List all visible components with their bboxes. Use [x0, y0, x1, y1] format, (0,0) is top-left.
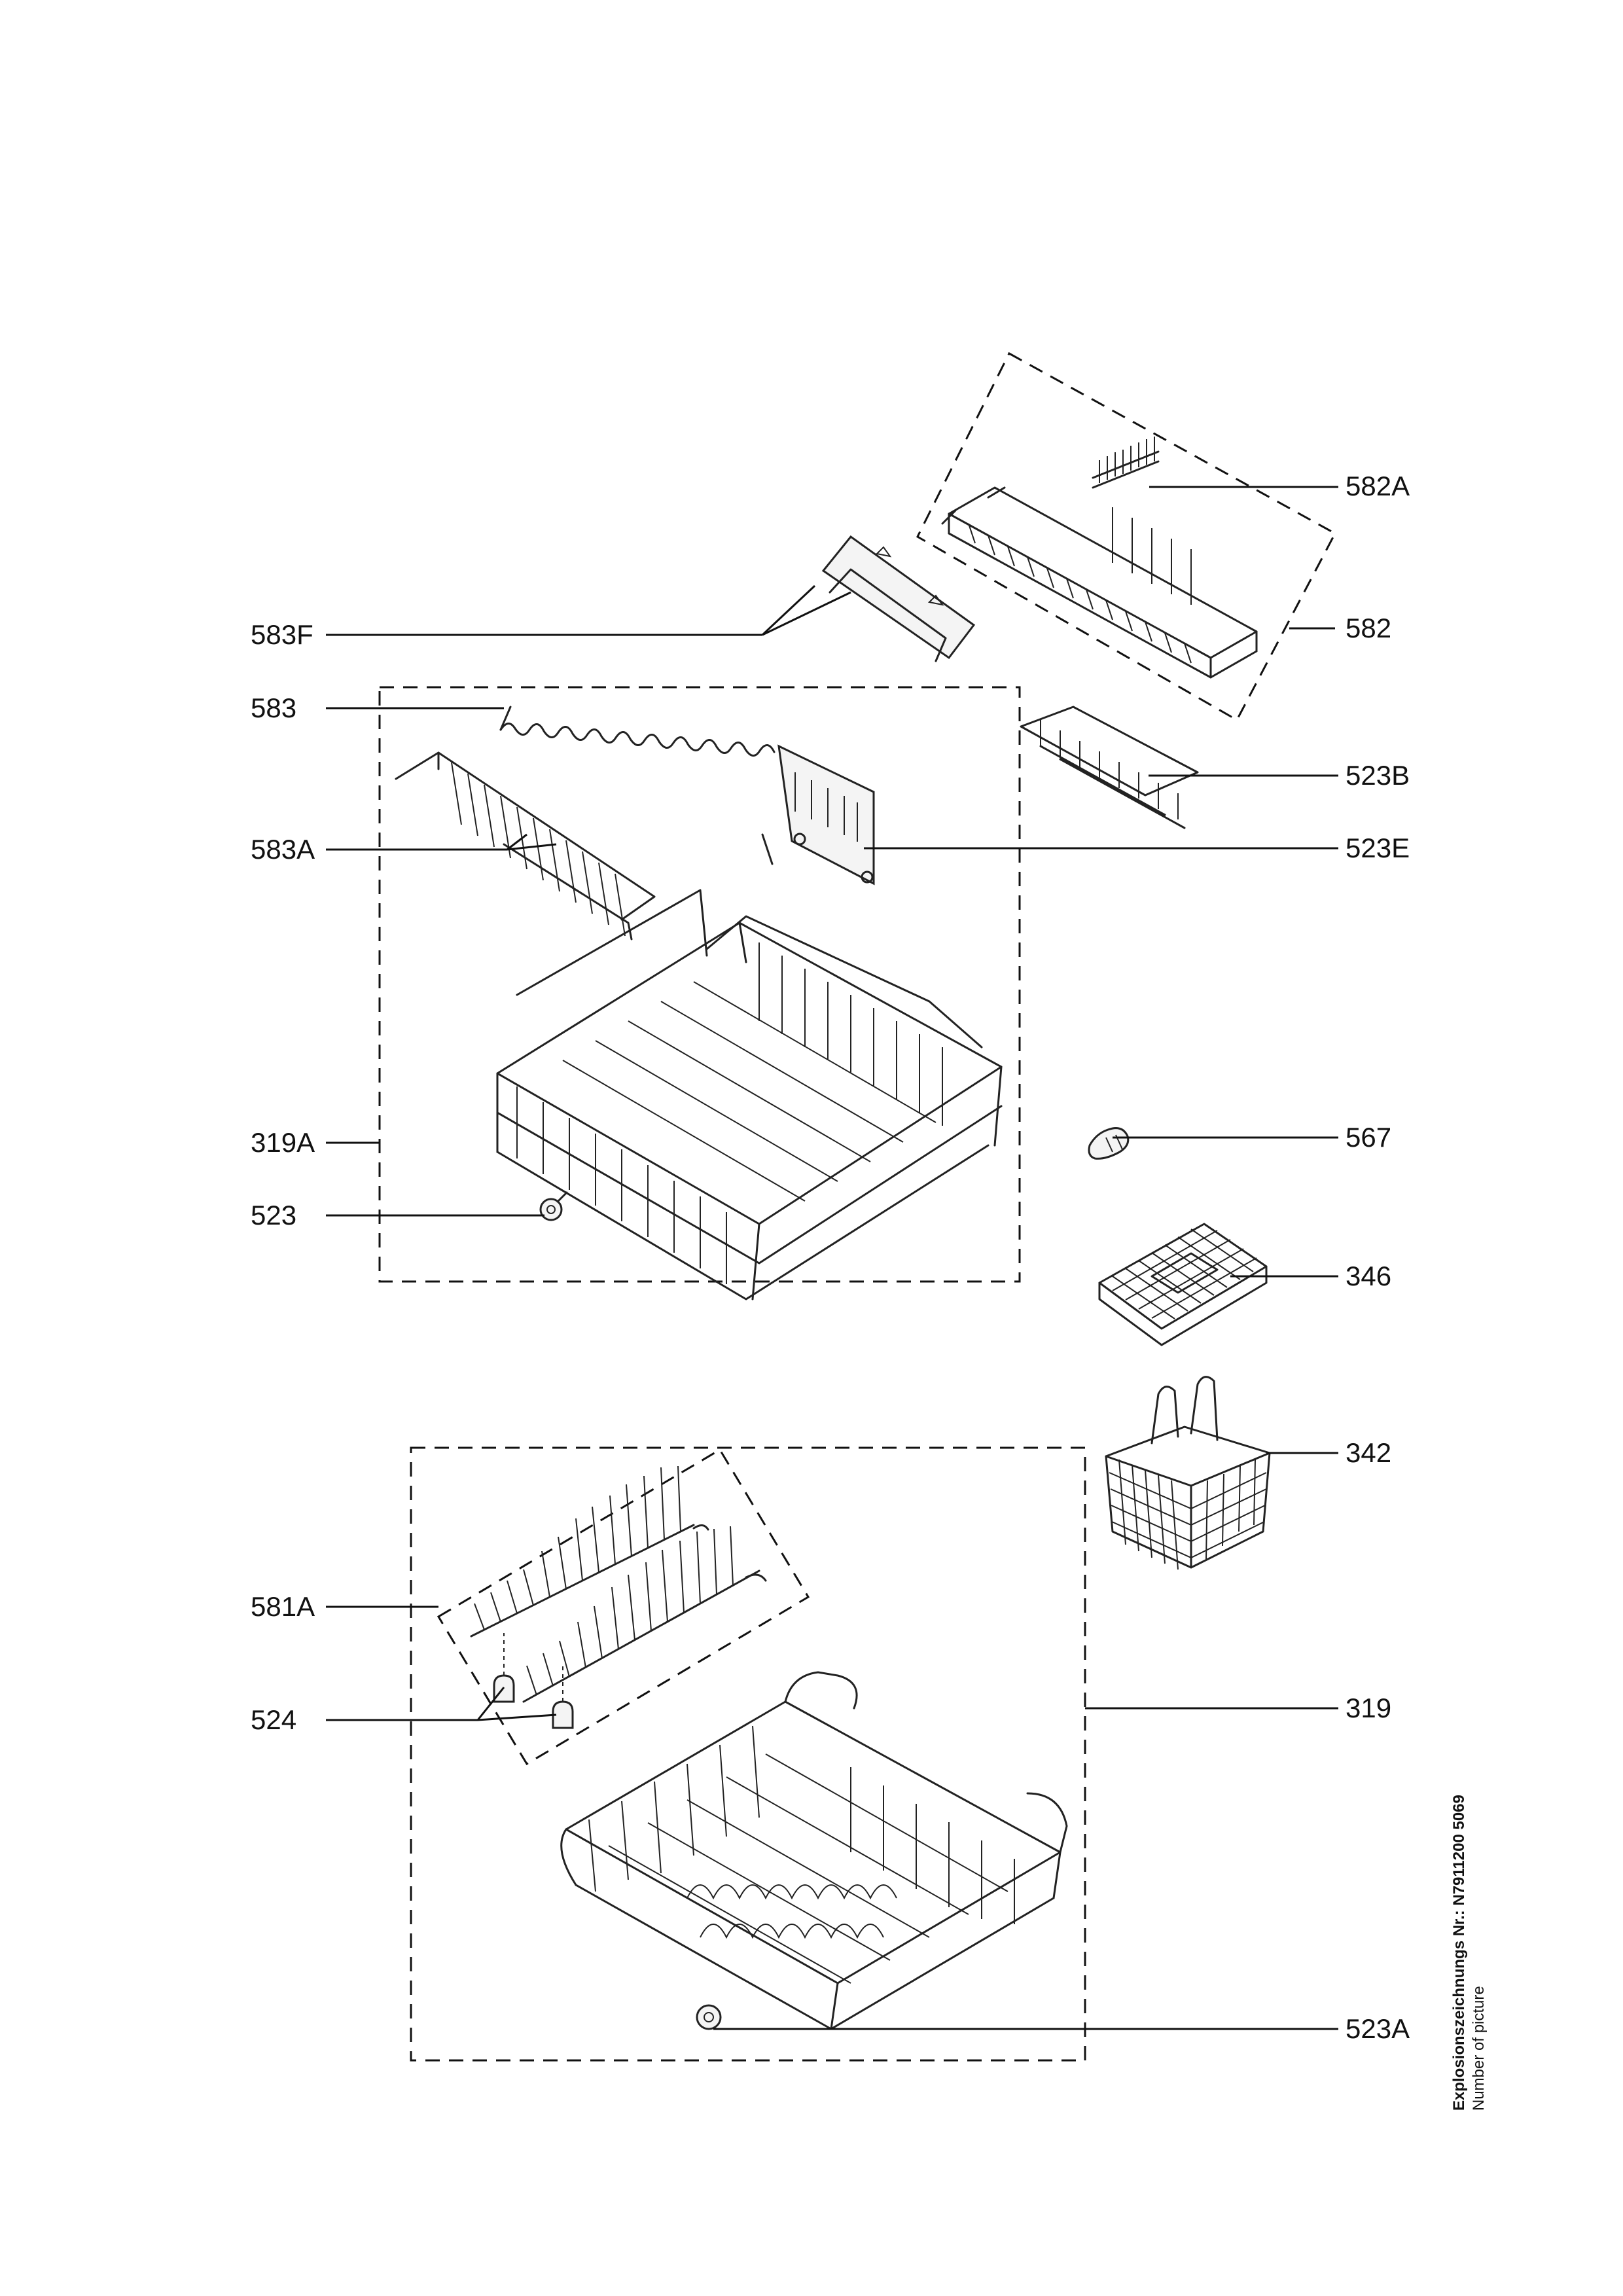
label-582A: 582A — [1346, 471, 1410, 501]
part-346-cutlery-grid — [1098, 1223, 1268, 1346]
part-567-clip — [1088, 1127, 1130, 1160]
label-346: 346 — [1346, 1261, 1391, 1291]
label-523A: 523A — [1346, 2013, 1410, 2044]
label-523: 523 — [251, 1200, 296, 1230]
label-582: 582 — [1346, 613, 1391, 643]
label-342: 342 — [1346, 1437, 1391, 1468]
label-523E: 523E — [1346, 833, 1410, 863]
part-583F-handle — [821, 535, 976, 662]
label-523B: 523B — [1346, 760, 1410, 791]
part-582A-tine-insert — [1092, 437, 1160, 489]
label-583F: 583F — [251, 619, 313, 650]
group-boundary-581A — [437, 1448, 810, 1766]
part-583A-cup-rack — [395, 751, 656, 941]
label-524: 524 — [251, 1704, 296, 1735]
part-319-lower-basket — [560, 1671, 1068, 2030]
part-523-wheel — [539, 1191, 568, 1221]
part-583-wavy-rail — [499, 706, 776, 865]
part-523A-wheel — [696, 2004, 722, 2030]
group-boundary-upper-basket — [378, 686, 1021, 1283]
caption-title: Explosionszeichnungs Nr.: N7911200 5069 — [1450, 1795, 1468, 2111]
part-342-cutlery-basket — [1105, 1376, 1271, 1570]
label-581A: 581A — [251, 1591, 315, 1622]
label-583: 583 — [251, 692, 296, 723]
label-583A: 583A — [251, 834, 315, 865]
leader-lines — [326, 486, 1338, 2030]
part-523E-shelf — [777, 744, 875, 886]
part-523B-rack-insert — [1020, 706, 1199, 829]
part-582-cutlery-tray — [941, 486, 1258, 679]
group-boundary-582 — [916, 351, 1337, 722]
caption-subtitle: Number of picture — [1470, 1986, 1488, 2111]
label-319A: 319A — [251, 1127, 315, 1158]
part-319A-upper-basket — [496, 889, 1003, 1300]
label-567: 567 — [1346, 1122, 1391, 1153]
label-319: 319 — [1346, 1693, 1391, 1723]
part-581A-plate-racks — [470, 1465, 767, 1703]
group-boundary-lower-basket — [410, 1446, 1086, 2062]
picture-number-caption: Explosionszeichnungs Nr.: N7911200 5069 … — [1450, 1718, 1489, 2111]
